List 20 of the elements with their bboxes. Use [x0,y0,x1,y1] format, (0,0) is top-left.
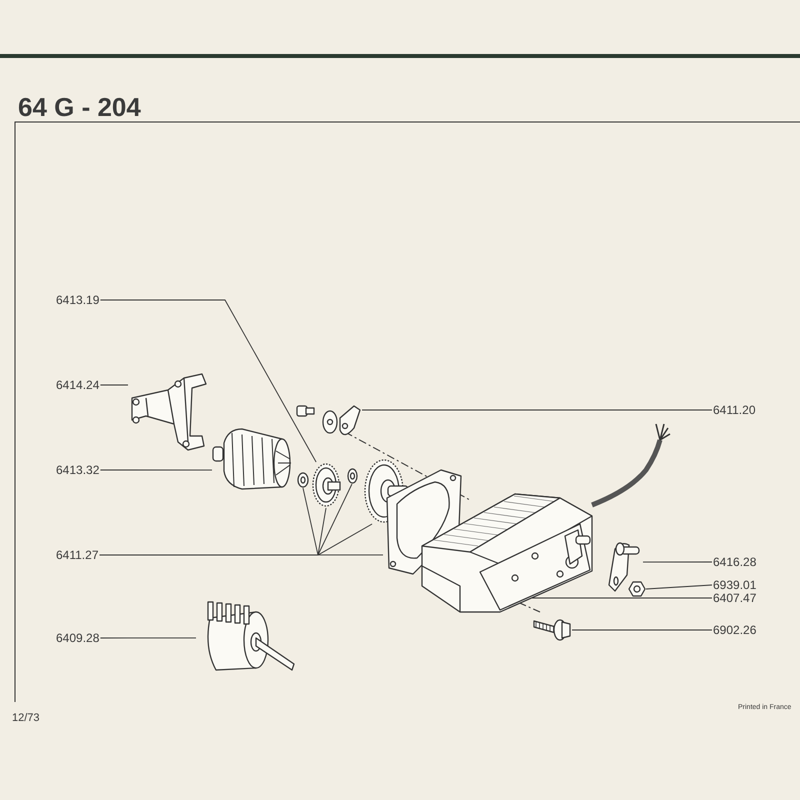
callout-number: 6939.01 [713,578,756,592]
gear-drawing [310,462,342,508]
callout-number: 6411.20 [713,403,756,417]
page-number: 12/73 [12,712,40,725]
callout-number: 6414.24 [56,378,100,392]
washer-drawing [347,468,358,484]
washer-drawing [297,472,309,488]
nut-drawing [628,580,646,598]
callout-number: 6411.27 [56,548,98,562]
leader-line [100,300,317,462]
callout-number: 6409.28 [56,631,100,645]
callout-number: 6407.47 [713,591,756,605]
callout-number: 6413.32 [56,463,100,477]
callout-number: 6416.28 [713,555,756,569]
leader-line [100,384,128,386]
page-title: 64 G - 204 [18,92,141,122]
leader-line [646,584,712,590]
callout-number: 6902.26 [713,623,756,637]
callout-number: 6413.19 [56,293,100,307]
leader-line [99,554,384,556]
